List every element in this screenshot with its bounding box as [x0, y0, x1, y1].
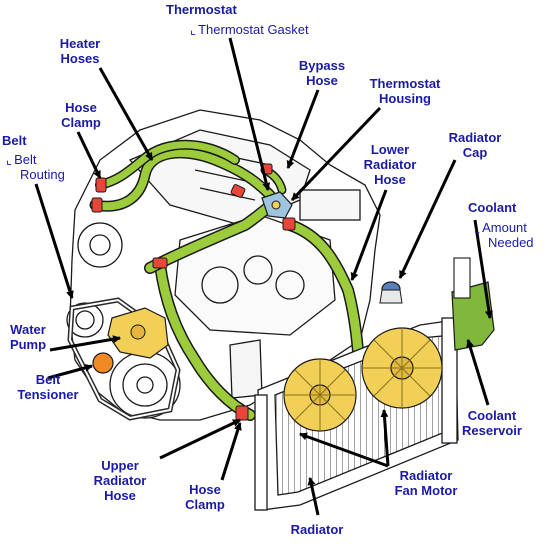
arrow-water-pump [49, 335, 121, 352]
arrow-fan-motor-b [380, 409, 390, 467]
label-amount-needed: ⌞Amount Needed [474, 220, 534, 250]
arrow-coolant-amount [473, 219, 493, 319]
arrow-thermostat [228, 37, 271, 191]
label-water-pump: Water Pump [9, 322, 47, 352]
leader-arrows [34, 37, 493, 516]
arrow-bypass-hose [286, 89, 320, 169]
label-radiator: Radiator [290, 522, 344, 537]
arrow-radiator-cap [398, 159, 457, 279]
label-lower-radiator-hose: Lower Radiator Hose [363, 142, 417, 187]
label-hose-clamp-top: Hose Clamp [61, 100, 101, 130]
arrow-belt-tensioner [47, 363, 93, 380]
radiator-fan-motors [283, 327, 443, 432]
arrow-hose-clamp-bottom [220, 422, 242, 481]
label-coolant: Coolant [468, 200, 517, 215]
label-coolant-reservoir: Coolant Reservoir [462, 408, 522, 438]
arrow-upper-radiator-hose [159, 418, 241, 460]
label-heater-hoses: Heater Hoses [59, 36, 101, 66]
alternator-pulley [66, 302, 104, 338]
label-thermostat-gasket: ⌞Thermostat Gasket [190, 22, 309, 37]
arrow-lower-radiator-hose [350, 189, 388, 281]
arrow-radiator [307, 477, 320, 516]
label-thermostat-housing: Thermostat Housing [369, 76, 441, 106]
arrow-fan-motor-a [299, 432, 389, 468]
arrow-belt [34, 183, 74, 299]
arrow-thermostat-housing [290, 106, 382, 202]
label-belt: Belt [2, 133, 27, 148]
label-belt-tensioner: Belt Tensioner [17, 372, 79, 402]
label-upper-radiator-hose: Upper Radiator Hose [93, 458, 147, 503]
belt-tensioner-part [92, 352, 114, 374]
belt-and-pulleys [66, 297, 181, 421]
coolant-reservoir-part [451, 281, 495, 351]
label-hose-clamp-bottom: Hose Clamp [185, 482, 225, 512]
arrow-hose-clamp-top [76, 131, 102, 179]
arrow-coolant-reservoir [466, 339, 490, 406]
label-belt-routing: ⌞Belt Routing [6, 152, 65, 182]
arrow-heater-hoses [98, 67, 154, 161]
label-radiator-cap: Radiator Cap [448, 130, 502, 160]
label-thermostat: Thermostat [166, 2, 237, 17]
label-bypass-hose: Bypass Hose [298, 58, 346, 88]
label-radiator-fan-motor: Radiator Fan Motor [394, 468, 458, 498]
